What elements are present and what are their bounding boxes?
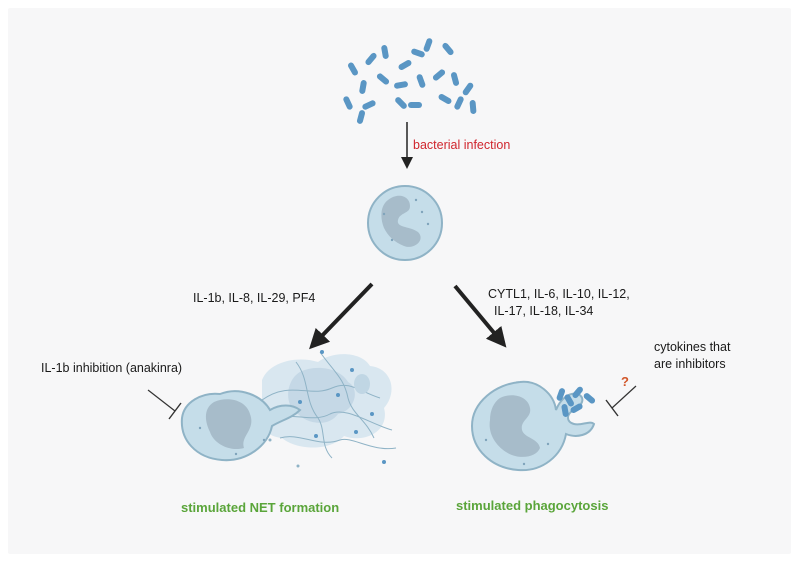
bacteria-cluster-top-icon	[343, 38, 477, 124]
net-arrow	[309, 282, 374, 350]
net-outcome-label: stimulated NET formation	[181, 500, 340, 515]
unknown-mechanism-question-mark: ?	[621, 374, 629, 389]
inhibitor-line2: are inhibitors	[654, 357, 726, 371]
net-forming-neutrophil-icon	[180, 390, 302, 462]
il1b-inhibition-bar	[147, 389, 182, 420]
phago-cytokines-line1: CYTL1, IL-6, IL-10, IL-12,	[488, 287, 630, 301]
net-cytokines-label: IL-1b, IL-8, IL-29, PF4	[193, 291, 316, 305]
phagocytosing-neutrophil-icon	[470, 380, 596, 472]
phago-cytokines-line2: IL-17, IL-18, IL-34	[494, 304, 594, 318]
neutrophil-icon	[367, 185, 443, 261]
il1b-inhibition-label: IL-1b inhibition (anakinra)	[41, 361, 183, 375]
bacterial-infection-label: bacterial infection	[413, 138, 511, 152]
inhibitor-line1: cytokines that	[654, 340, 731, 354]
inhibitor-bar	[605, 385, 637, 417]
phagocytosis-arrow	[453, 284, 507, 348]
net-cloud-icon	[257, 350, 397, 468]
bacteria-cluster-right-icon	[556, 386, 596, 417]
phagocytosis-outcome-label: stimulated phagocytosis	[456, 498, 609, 513]
